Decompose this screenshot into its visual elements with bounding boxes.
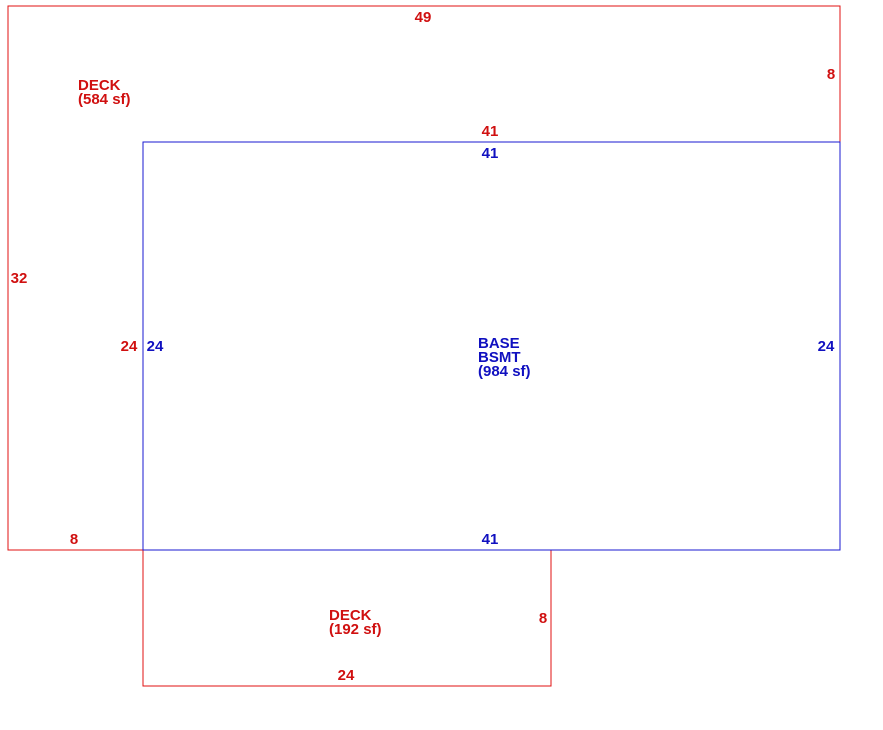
base-area: (984 sf): [478, 363, 531, 380]
base-level: BSMT: [478, 349, 521, 366]
upper-deck-dim-inner-left: 24: [121, 338, 138, 355]
base-dim-top: 41: [482, 145, 499, 162]
lower-deck-outline: [142, 550, 552, 687]
upper-deck-dim-inner-top: 41: [482, 123, 499, 140]
lower-deck-dim-bottom: 24: [338, 667, 355, 684]
upper-deck-dim-left: 32: [11, 270, 28, 287]
base-dim-bottom: 41: [482, 531, 499, 548]
upper-deck-dim-top: 49: [415, 9, 432, 26]
lower-deck-area: (192 sf): [329, 621, 382, 638]
upper-deck-name: DECK: [78, 77, 121, 94]
lower-deck-dim-right: 8: [539, 610, 547, 627]
lower-deck-name: DECK: [329, 607, 372, 624]
upper-deck-outline: [7, 5, 841, 551]
upper-deck-area: (584 sf): [78, 91, 131, 108]
upper-deck-dim-bottom: 8: [70, 531, 78, 548]
upper-deck-dim-right: 8: [827, 66, 835, 83]
base-dim-right: 24: [818, 338, 835, 355]
base-basement-outline: [142, 141, 841, 551]
base-dim-left: 24: [147, 338, 164, 355]
base-name: BASE: [478, 335, 520, 352]
